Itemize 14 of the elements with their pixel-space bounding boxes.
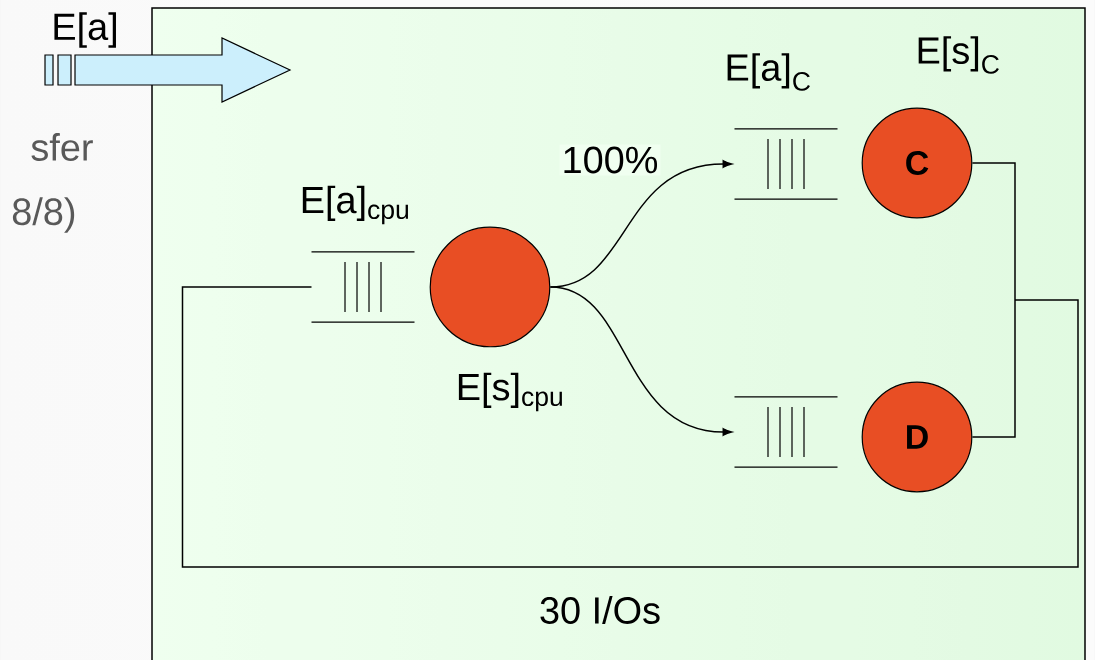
queue-label: E[a]$_{C}$ xyxy=(727,53,810,91)
queue-label: E[s]$_{C}$ xyxy=(918,36,999,74)
text-label: sfer xyxy=(31,133,93,161)
queue-symbol xyxy=(733,128,839,200)
text-label: 30 I/Os xyxy=(540,596,660,624)
arrow xyxy=(549,286,733,436)
queue-label: E[s]$_{cpu}$ xyxy=(458,372,562,412)
queue-label: E[a]$_{cpu}$ xyxy=(302,185,409,225)
text-label: E[a] xyxy=(54,12,116,48)
server-circle xyxy=(429,226,551,348)
edge-label: 100% xyxy=(564,146,658,174)
text-label: 8/8) xyxy=(12,197,75,233)
queue-symbol xyxy=(733,396,839,468)
queue-symbol xyxy=(310,251,416,323)
